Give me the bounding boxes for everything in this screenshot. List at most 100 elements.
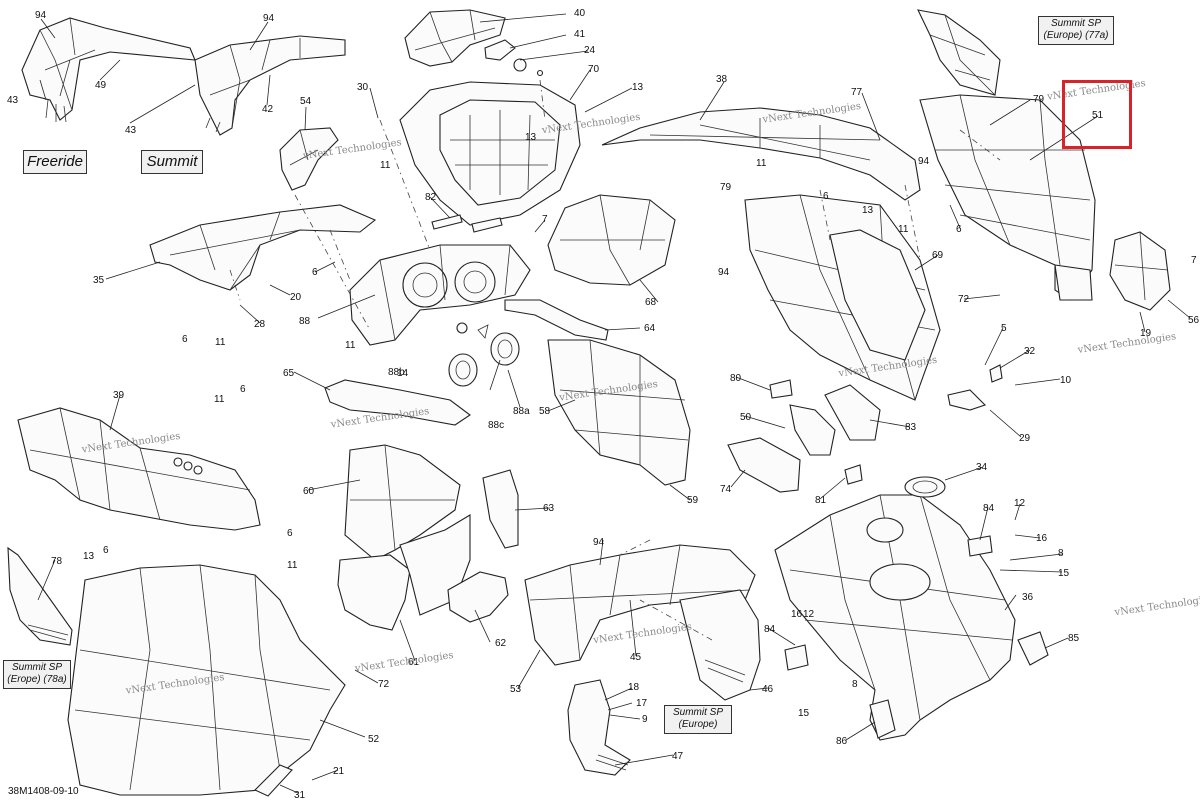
callout: 6	[240, 384, 246, 395]
callout: 6	[823, 191, 829, 202]
callout: 88b	[388, 367, 405, 378]
part-29-32-bracket[interactable]	[947, 364, 1003, 411]
part-64-bar[interactable]	[504, 299, 609, 341]
callout: 79	[1033, 94, 1045, 105]
callout: 72	[378, 679, 390, 690]
part-63-strip[interactable]	[482, 469, 519, 549]
label-line: Summit SP	[11, 662, 62, 673]
callout: 11	[345, 340, 356, 351]
callout: 16	[791, 609, 803, 620]
callout: 12	[1014, 498, 1026, 509]
callout: 12	[803, 609, 815, 620]
callout: 56	[1188, 315, 1200, 326]
part-52-side-panel[interactable]	[67, 564, 346, 796]
callout: 94	[593, 537, 605, 548]
callout: 35	[93, 275, 105, 286]
part-58-panel[interactable]	[547, 339, 691, 486]
callout: 72	[958, 294, 970, 305]
callout: 83	[905, 422, 917, 433]
label-summit-sp-europe: Summit SP (Europe)	[664, 705, 732, 734]
callout: 15	[798, 708, 810, 719]
part-84-85-86-fasteners[interactable]	[784, 535, 1049, 739]
highlight-box-part-51[interactable]	[1062, 80, 1132, 149]
callout: 59	[687, 495, 699, 506]
part-19-56-bracket[interactable]	[1109, 231, 1171, 311]
callout: 7	[542, 214, 548, 225]
part-40-cover[interactable]	[404, 9, 544, 77]
callout: 20	[290, 292, 302, 303]
part-35-panel[interactable]	[149, 204, 377, 291]
callout: 13	[862, 205, 874, 216]
label-freeride: Freeride	[23, 150, 87, 174]
label-line: Summit SP	[672, 707, 723, 718]
callout: 81	[815, 495, 827, 506]
part-88-headlight[interactable]	[349, 244, 531, 346]
callout: 5	[1001, 323, 1007, 334]
part-70-dashboard-frame[interactable]	[399, 81, 581, 226]
callout: 38	[716, 74, 728, 85]
callout: 11	[214, 394, 225, 405]
callout: 6	[103, 545, 109, 556]
callout: 24	[584, 45, 596, 56]
callout: 94	[35, 10, 47, 21]
callout: 51	[1092, 110, 1104, 121]
callout: 46	[762, 684, 774, 695]
callout: 7	[1191, 255, 1197, 266]
part-36-tunnel[interactable]	[774, 494, 1016, 741]
part-39-side-panel[interactable]	[17, 407, 261, 531]
callout: 8	[852, 679, 858, 690]
callout: 17	[636, 698, 648, 709]
callout: 43	[7, 95, 19, 106]
callout: 79	[720, 182, 732, 193]
label-line: (Europe) (77a)	[1043, 30, 1109, 41]
callout: 78	[51, 556, 63, 567]
label-summit-sp-erope-78a: Summit SP (Erope) (78a)	[3, 660, 71, 689]
callout: 6	[182, 334, 188, 345]
part-69-belly-pan[interactable]	[744, 194, 941, 401]
part-47-vent[interactable]	[567, 679, 631, 776]
callout: 16	[1036, 533, 1048, 544]
callout: 50	[740, 412, 752, 423]
part-38-strip[interactable]	[601, 107, 921, 201]
svg-text:vNext Technologies: vNext Technologies	[353, 650, 454, 675]
part-68-housing[interactable]	[547, 194, 676, 286]
part-62-bracket[interactable]	[447, 571, 509, 623]
callout: 6	[312, 267, 318, 278]
part-31-clip[interactable]	[254, 764, 293, 797]
part-brackets-center[interactable]	[727, 379, 881, 493]
callout: 10	[1060, 375, 1072, 386]
part-34-ring[interactable]	[904, 476, 946, 498]
callout: 62	[495, 638, 507, 649]
callout: 88	[299, 316, 311, 327]
part-summit-side-panel[interactable]	[194, 35, 346, 136]
part-65-trim[interactable]	[324, 379, 471, 426]
callout: 45	[630, 652, 642, 663]
callout: 74	[720, 484, 732, 495]
callout: 47	[672, 751, 684, 762]
part-46-panel[interactable]	[679, 589, 761, 701]
label-summit-sp-europe-77a: Summit SP (Europe) (77a)	[1038, 16, 1114, 45]
part-88-rings[interactable]	[448, 322, 520, 387]
callout: 88a	[513, 406, 530, 417]
callout: 94	[263, 13, 275, 24]
callout: 13	[525, 132, 537, 143]
part-60-panel[interactable]	[344, 444, 461, 561]
callout: 84	[764, 624, 776, 635]
part-freeride-side-panel[interactable]	[21, 17, 196, 123]
part-82-strips[interactable]	[431, 214, 503, 233]
callout: 85	[1068, 633, 1080, 644]
callout: 21	[333, 766, 345, 777]
callout: 13	[83, 551, 95, 562]
callout: 9	[642, 714, 648, 725]
callout: 6	[956, 224, 962, 235]
part-78-vent[interactable]	[7, 546, 73, 646]
callout: 13	[632, 82, 644, 93]
diagram-code: 38M1408-09-10	[8, 786, 79, 797]
callout: 15	[1058, 568, 1070, 579]
callout: 80	[730, 373, 742, 384]
callout: 11	[756, 158, 767, 169]
part-77-deflector[interactable]	[917, 9, 1001, 96]
part-54-bracket[interactable]	[279, 127, 339, 191]
callout: 6	[287, 528, 293, 539]
